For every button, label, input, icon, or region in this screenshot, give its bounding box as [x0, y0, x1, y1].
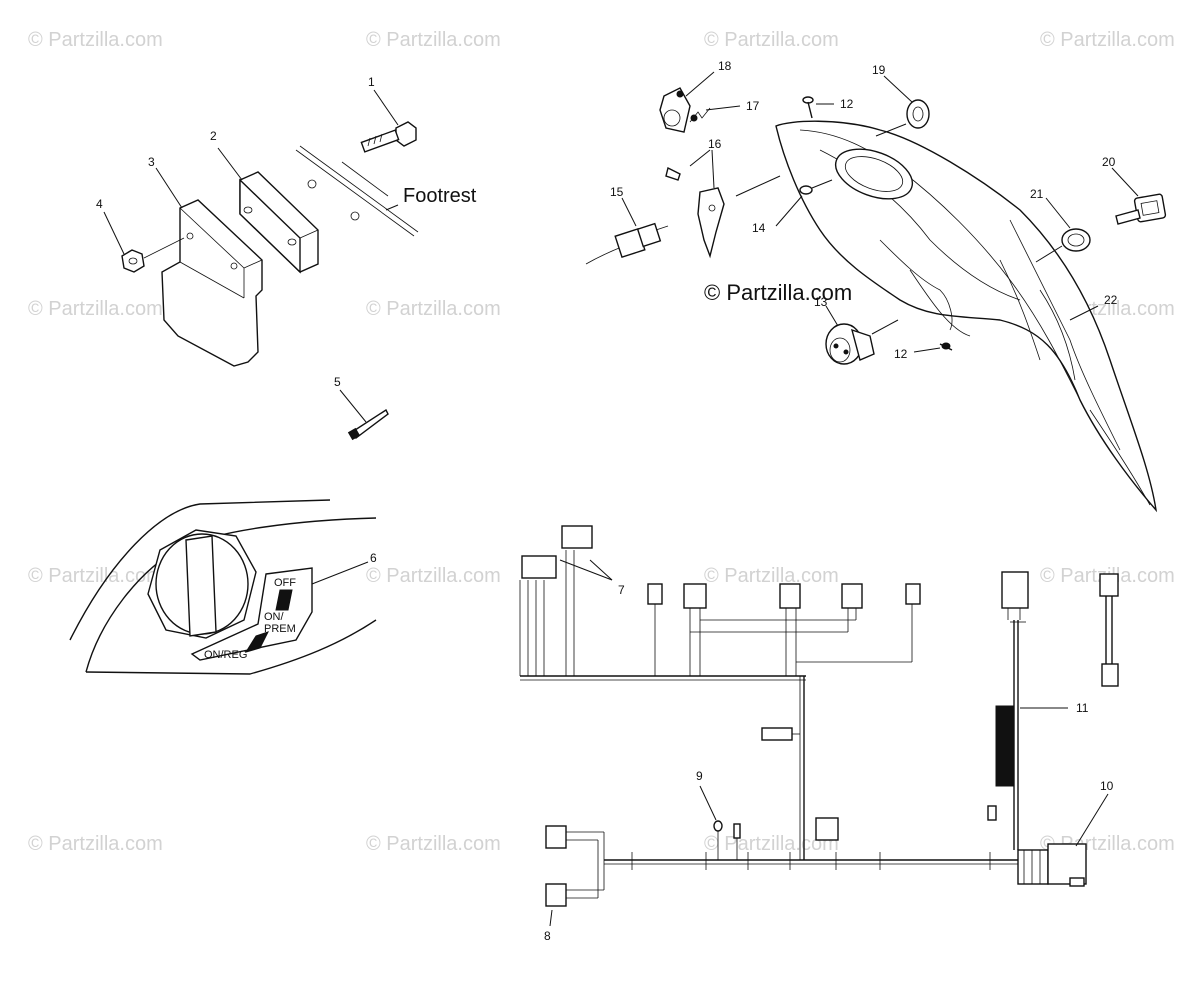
ignition-key [1115, 193, 1167, 225]
watermark: © Partzilla.com [28, 298, 163, 320]
callout-6: 6 [370, 551, 377, 565]
switch-knob [665, 166, 725, 259]
watermark: © Partzilla.com [28, 565, 163, 587]
wiring-harness: 7 [519, 525, 1119, 943]
callout-13: 13 [814, 295, 828, 309]
ignition-switch [825, 319, 899, 365]
footrest-label: Footrest [403, 185, 477, 207]
washer [799, 179, 833, 195]
callout-19: 19 [872, 63, 886, 77]
callout-22: 22 [1104, 293, 1118, 307]
ignition-nut [1035, 228, 1091, 263]
callout-21: 21 [1030, 187, 1044, 201]
callout-11: 11 [1076, 701, 1089, 715]
on-label: ON/ [264, 611, 285, 623]
watermark: © Partzilla.com [366, 833, 501, 855]
console-assembly: 22 18 17 12 19 [585, 59, 1167, 513]
callout-20: 20 [1102, 155, 1116, 169]
kill-switch [585, 222, 669, 265]
spring [689, 107, 711, 123]
main-connector [1017, 843, 1087, 887]
watermark: © Partzilla.com [704, 29, 839, 51]
off-label: OFF [274, 577, 296, 589]
watermark: © Partzilla.com [366, 29, 501, 51]
callout-3: 3 [148, 155, 155, 169]
bolt [360, 121, 417, 153]
screw [802, 96, 814, 119]
ignition-panel-detail: OFF ON/ PREM ON/REG [69, 499, 377, 675]
callout-7: 7 [618, 583, 625, 597]
callout-4: 4 [96, 197, 103, 211]
callout-9: 9 [696, 769, 703, 783]
callout-15: 15 [610, 185, 624, 199]
center-watermark: © Partzilla.com [704, 280, 852, 305]
watermark: © Partzilla.com [28, 833, 163, 855]
ring-terminal [713, 820, 741, 860]
nut [121, 237, 185, 273]
harness-plug [545, 825, 605, 907]
callout-12-bottom: 12 [894, 347, 908, 361]
callout-2: 2 [210, 129, 217, 143]
callout-8: 8 [544, 929, 551, 943]
footrest-assembly: Footrest 1 2 [96, 75, 477, 441]
watermark: © Partzilla.com [704, 565, 839, 587]
watermark: © Partzilla.com [366, 298, 501, 320]
prem-label: PREM [264, 623, 296, 635]
callout-17: 17 [746, 99, 760, 113]
on-reg-label: ON/REG [204, 649, 247, 661]
callout-10: 10 [1100, 779, 1114, 793]
spacer-block [239, 171, 360, 274]
callout-16: 16 [708, 137, 722, 151]
watermark: © Partzilla.com [366, 565, 501, 587]
callout-1: 1 [368, 75, 375, 89]
watermark: © Partzilla.com [1040, 29, 1175, 51]
jumper-wire [1099, 573, 1119, 687]
callout-18: 18 [718, 59, 732, 73]
switch-bracket [659, 87, 691, 133]
screw [939, 342, 953, 351]
callout-14: 14 [752, 221, 766, 235]
callout-5: 5 [334, 375, 341, 389]
footrest-pad [161, 199, 263, 367]
cable-tie [347, 408, 389, 441]
watermark: © Partzilla.com [28, 29, 163, 51]
connector-row [647, 583, 921, 676]
grommet [875, 99, 930, 137]
harness-branch [987, 571, 1029, 850]
callout-12-top: 12 [840, 97, 854, 111]
